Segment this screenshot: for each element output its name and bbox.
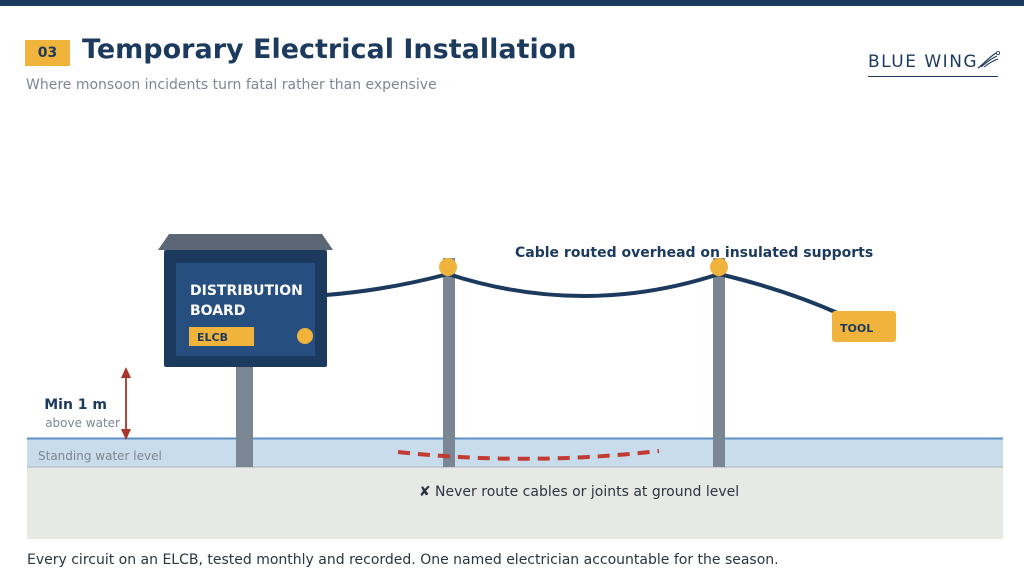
tool-box [832, 311, 896, 342]
board-title-line1: DISTRIBUTION [190, 283, 303, 299]
height-arrow-down-head [121, 429, 131, 440]
brand-logo: BLUE WING [868, 50, 1000, 77]
height-label: Min 1 m [44, 397, 107, 413]
ground-cable-wrong [397, 449, 660, 461]
elcb-label: ELCB [197, 331, 228, 344]
support-pole-1 [443, 258, 455, 467]
wing-icon [977, 50, 1000, 69]
cable-label: Cable routed overhead on insulated suppo… [515, 245, 873, 261]
water-level-label: Standing water level [38, 449, 162, 463]
insulator-2 [710, 258, 728, 276]
height-arrow-up-head [121, 367, 131, 378]
board-roof [158, 234, 333, 250]
standing-water [27, 438, 1003, 467]
insulator-1 [439, 258, 457, 276]
footer-note: Every circuit on an ELCB, tested monthly… [27, 552, 779, 568]
warning-text: ✘ Never route cables or joints at ground… [419, 484, 739, 500]
board-post [236, 366, 253, 467]
board-status-light [297, 328, 313, 344]
page-subtitle: Where monsoon incidents turn fatal rathe… [26, 77, 437, 93]
board-title-line2: BOARD [190, 303, 245, 319]
overhead-cable [324, 271, 844, 317]
logo-text: BLUE WING [868, 52, 979, 72]
page-title: Temporary Electrical Installation [82, 34, 577, 65]
ground-area [27, 466, 1003, 539]
elcb-badge [189, 327, 254, 346]
height-sublabel: above water [45, 416, 120, 430]
support-pole-2 [713, 258, 725, 467]
top-accent-bar [0, 0, 1024, 6]
tool-label: TOOL [840, 322, 873, 335]
section-number-badge: 03 [25, 40, 70, 66]
